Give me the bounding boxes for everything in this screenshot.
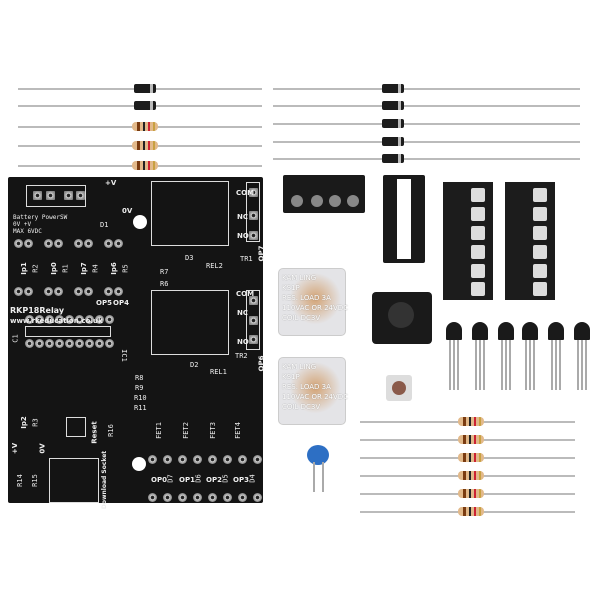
relay-load: RES. LOAD 3A <box>282 383 331 391</box>
capacitor-lead <box>313 462 315 492</box>
label: FET2 <box>181 422 190 439</box>
label: OP2 <box>206 476 222 484</box>
relay-model: KS1P <box>282 373 300 381</box>
label: NO <box>237 338 249 346</box>
label: FET3 <box>208 422 217 439</box>
label: D3 <box>185 254 194 262</box>
label: NC <box>237 213 248 221</box>
relay-coil: COIL DC3V <box>282 314 321 322</box>
label: 0V <box>122 207 133 215</box>
label: Ip1 <box>19 262 28 275</box>
label: Download Socket <box>101 450 109 510</box>
relay-load: RES. LOAD 3A <box>282 294 331 302</box>
dc-jack <box>372 292 432 344</box>
relay: KAM LING KS1P RES. LOAD 3A 110VAC OR 24VDC C… <box>278 268 349 336</box>
transistor <box>446 322 462 390</box>
label: IC1 <box>119 349 128 362</box>
label: COM <box>236 290 255 298</box>
label: Reset <box>90 421 99 444</box>
label: D5 <box>221 474 230 483</box>
transistor <box>522 322 538 390</box>
ic-socket <box>383 175 425 263</box>
label: R6 <box>160 280 169 288</box>
label: R10 <box>134 394 147 402</box>
relay-brand: KAM LING <box>282 274 317 282</box>
label: FET4 <box>233 422 242 439</box>
label: Ip7 <box>79 262 88 275</box>
transistor <box>574 322 590 390</box>
capacitor <box>307 445 329 465</box>
transistor <box>498 322 514 390</box>
label: Ip2 <box>19 416 28 429</box>
relay: KAM LING KS1P RES. LOAD 3A 110VAC OR 24VDC C… <box>278 357 349 425</box>
label: R8 <box>135 374 144 382</box>
label: FET1 <box>154 422 163 439</box>
label: R11 <box>134 404 147 412</box>
screw-terminal-header <box>505 182 555 300</box>
label: OP4 <box>113 299 129 307</box>
relay-model: KS1P <box>282 284 300 292</box>
label: Ip0 <box>49 262 58 275</box>
label: D1 <box>100 221 109 229</box>
label: R16 <box>106 424 115 437</box>
label: R15 <box>30 474 39 487</box>
label: COM <box>236 189 255 197</box>
label: D7 <box>166 474 175 483</box>
label: Ip6 <box>109 262 118 275</box>
label: R7 <box>160 268 169 276</box>
pcb-board: RKP18Relay www.rkeducation.co.uk +V 0V B… <box>8 177 266 509</box>
board-title: RKP18Relay <box>10 306 65 315</box>
label: OP5 <box>96 299 112 307</box>
label: NO <box>237 232 249 240</box>
label: R4 <box>91 264 100 273</box>
label: 0V <box>38 443 47 454</box>
label: +V <box>11 442 20 455</box>
label: OP7 <box>257 245 266 262</box>
relay-coil: COIL DC3V <box>282 403 321 411</box>
relay-rating: 110VAC OR 24VDC <box>282 393 349 401</box>
label: R14 <box>15 474 24 487</box>
label: OP0 <box>151 476 167 484</box>
push-button <box>386 375 412 401</box>
capacitor-lead <box>322 462 324 492</box>
relay-brand: KAM LING <box>282 363 317 371</box>
label: REL1 <box>210 368 227 376</box>
transistor <box>472 322 488 390</box>
label: D4 <box>248 474 257 483</box>
label: R1 <box>61 264 70 273</box>
label: MAX 6VDC <box>13 228 42 235</box>
label: TR1 <box>240 255 253 263</box>
label: Battery PowerSW <box>13 214 68 221</box>
label: REL2 <box>206 262 223 270</box>
label: TR2 <box>235 352 248 360</box>
transistor <box>548 322 564 390</box>
relay-rating: 110VAC OR 24VDC <box>282 304 349 312</box>
label: R5 <box>121 264 130 273</box>
label: 0V +V <box>13 221 32 228</box>
label: D6 <box>194 474 203 483</box>
label: R2 <box>31 264 40 273</box>
label: OP1 <box>179 476 195 484</box>
board-url: www.rkeducation.co.uk <box>10 317 103 325</box>
label: C1 <box>11 334 20 343</box>
label: OP3 <box>233 476 249 484</box>
label: NC <box>237 309 248 317</box>
screw-terminal-header <box>443 182 493 300</box>
label: +V <box>105 179 117 187</box>
terminal-block <box>283 175 365 213</box>
label: R3 <box>31 418 40 427</box>
label: R9 <box>135 384 144 392</box>
label: OP6 <box>257 355 266 372</box>
label: D2 <box>190 361 199 369</box>
